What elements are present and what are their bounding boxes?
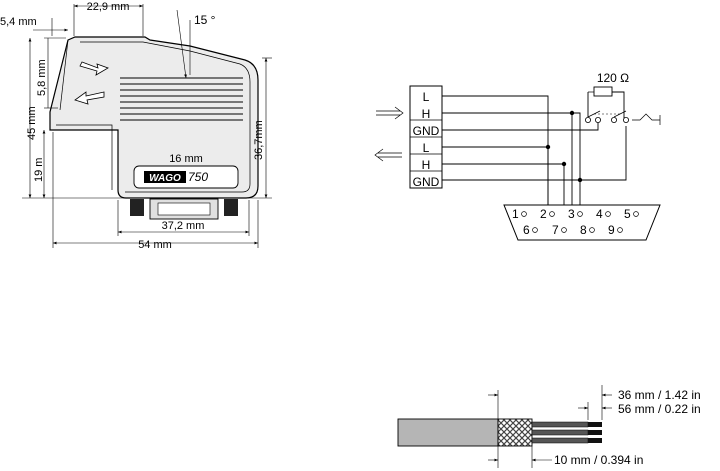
dim-5-8-label: 5,8 mm (36, 59, 48, 96)
dim-45-label: 45 mm (26, 106, 38, 140)
housing-arrow-right-icon (79, 61, 109, 76)
sub-d-pin-number: 6 (523, 223, 530, 237)
pin-label: L (423, 90, 430, 104)
model-label: 750 (188, 170, 208, 184)
screw-right (224, 199, 238, 216)
resistor-label: 120 Ω (597, 71, 629, 85)
sub-d-pin-number: 3 (568, 207, 575, 221)
wago-logo (144, 171, 186, 183)
pin-label: H (422, 158, 431, 172)
pin-label: GND (413, 175, 440, 189)
sub-d-pin-number: 4 (596, 207, 603, 221)
dim-19-label: 19 m (33, 158, 45, 182)
sub-d-pin-number: 5 (624, 207, 631, 221)
sub-d-pin-number: 8 (580, 223, 587, 237)
resistor (593, 86, 613, 97)
output-arrow-icon (374, 148, 402, 162)
cable-drawing: 36 mm / 1.42 in 56 mm / 0.22 in 10 mm / … (397, 385, 701, 468)
dim-37-2-label: 37,2 mm (162, 220, 205, 232)
housing-arrow-left-icon (74, 91, 105, 105)
dim-56-label: 56 mm / 0.22 in (618, 402, 701, 416)
cable-wire (531, 429, 589, 436)
cable-jacket (397, 418, 499, 447)
dim-54-label: 54 mm (138, 239, 172, 251)
connector-dimensions: 22,9 mm 5,4 mm 15 ° 5,8 mm 45 mm 19 m 36… (0, 1, 272, 251)
cable-wire (531, 437, 589, 444)
dim-36-7-label: 36,7mm (253, 120, 265, 160)
dim-22-9-label: 22,9 mm (87, 1, 130, 13)
pin-label: H (422, 107, 431, 121)
schematic: L H GND L H GND (374, 71, 661, 241)
cable-braid-shield (497, 418, 533, 447)
pin-label: GND (413, 124, 440, 138)
sub-d-pin-number: 7 (552, 223, 559, 237)
sub-d-pins-bottom: 6 7 8 9 (523, 223, 623, 237)
pin-label: L (423, 141, 430, 155)
cable-wire (531, 421, 589, 428)
dim-36-label: 36 mm / 1.42 in (618, 388, 701, 402)
termination-switch-icon (585, 110, 661, 125)
input-arrow-icon (376, 106, 404, 120)
angle-15-label: 15 ° (194, 13, 216, 27)
dim-5-4-label: 5,4 mm (0, 16, 37, 28)
sub-d-pin-number: 9 (608, 223, 615, 237)
dim-16-label: 16 mm (169, 153, 203, 165)
sub-d-pin-number: 2 (540, 207, 547, 221)
wiring (442, 91, 627, 230)
ribs (120, 77, 243, 121)
dim-10-label: 10 mm / 0.394 in (554, 453, 643, 467)
wago-logo-text: WAGO (149, 173, 181, 184)
connector-housing (49, 36, 259, 199)
sub-d-pin-number: 1 (512, 207, 519, 221)
screw-left (130, 199, 144, 216)
sub-d-pins-top: 1 2 3 4 5 (512, 207, 639, 221)
connector-drawing: WAGO 750 (49, 9, 259, 220)
